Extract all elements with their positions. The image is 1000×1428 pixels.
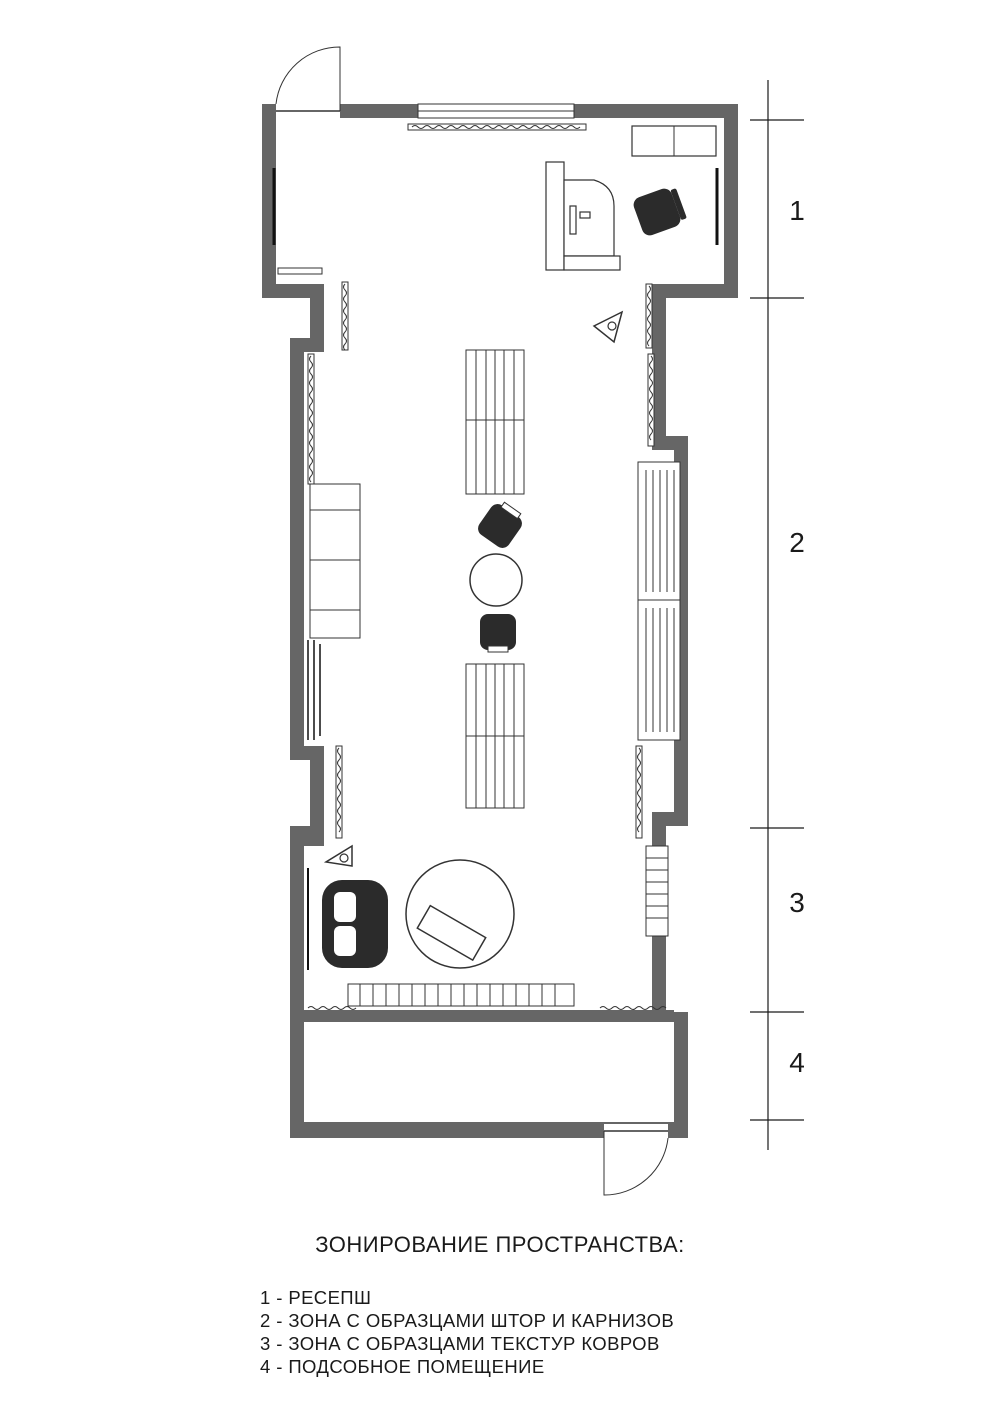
reception-chair (633, 188, 687, 236)
partition-wall (304, 1010, 674, 1022)
zone-label-2: 2 (789, 527, 805, 558)
reception-desk (545, 161, 621, 271)
legend-title: ЗОНИРОВАНИЕ ПРОСТРАНСТВА: (315, 1232, 685, 1257)
legend-item: 1 - РЕСЕПШ (260, 1287, 372, 1308)
zone-label-3: 3 (789, 887, 805, 918)
curtain-rod-top (407, 123, 587, 131)
sample-rack-center-top (465, 349, 525, 495)
curtain-samples-left (277, 267, 349, 839)
zone-label-4: 4 (789, 1047, 805, 1078)
rug-sample-rack-right (645, 845, 669, 937)
legend-item: 3 - ЗОНА С ОБРАЗЦАМИ ТЕКСТУР КОВРОВ (260, 1333, 660, 1354)
curtain-samples-right (635, 283, 655, 839)
legend-list: 1 - РЕСЕПШ 2 - ЗОНА С ОБРАЗЦАМИ ШТОР И К… (260, 1286, 674, 1378)
zone-label-1: 1 (789, 195, 805, 226)
zone-scale (750, 80, 804, 1150)
legend-item: 4 - ПОДСОБНОЕ ПОМЕЩЕНИЕ (260, 1356, 545, 1377)
partition-curtain (307, 1006, 667, 1010)
round-rug (405, 859, 515, 969)
round-table (469, 553, 523, 607)
display-rack-right (637, 461, 681, 741)
legend-item: 2 - ЗОНА С ОБРАЗЦАМИ ШТОР И КАРНИЗОВ (260, 1310, 675, 1331)
entrance-door-swing (275, 46, 341, 111)
coffee-table (416, 904, 487, 962)
cornice-samples-left (307, 640, 321, 740)
sample-rack-center-bottom (465, 663, 525, 809)
camera-marker-top (592, 310, 624, 344)
legend: ЗОНИРОВАНИЕ ПРОСТРАНСТВА: 1 - РЕСЕПШ 2 -… (0, 1232, 1000, 1377)
display-shelf-left (309, 483, 361, 639)
camera-marker-bottom (323, 844, 353, 867)
rear-door-swing (603, 1131, 669, 1196)
sofa (322, 880, 388, 968)
chair-bottom (480, 614, 516, 653)
rug-sample-rack (347, 983, 575, 1007)
chair-top (478, 501, 522, 548)
